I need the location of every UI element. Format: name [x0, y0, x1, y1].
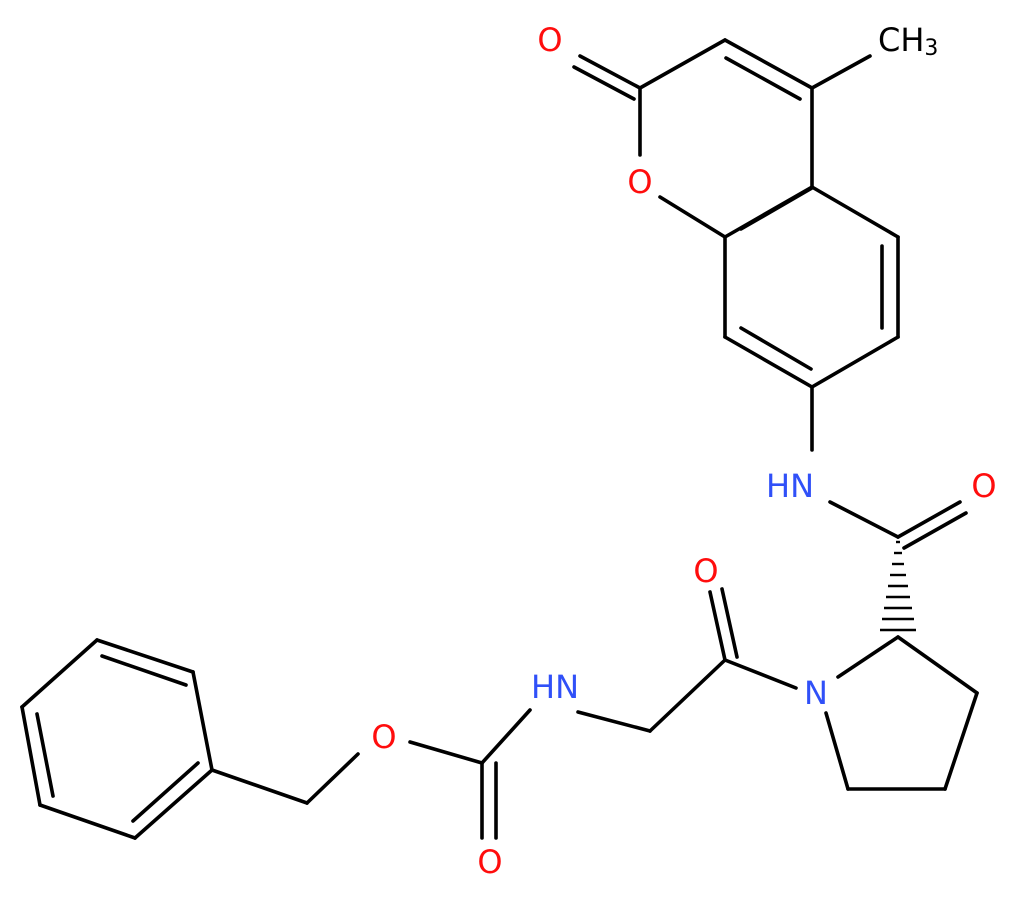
bond	[133, 768, 214, 840]
atom-o-ring: O	[627, 163, 652, 201]
bond	[828, 500, 900, 539]
bond	[658, 195, 727, 239]
bond	[739, 186, 814, 231]
bond	[896, 500, 962, 539]
bond	[723, 658, 798, 690]
bond	[836, 635, 900, 679]
atom-o-amide: O	[971, 467, 996, 505]
atom-o-carbamate: O	[477, 843, 502, 881]
bond	[38, 803, 137, 840]
atom-o-ester: O	[371, 718, 396, 756]
carbamate-bonds	[210, 708, 652, 840]
methyl-subscript: 3	[924, 36, 938, 61]
bond	[572, 65, 636, 101]
bond	[810, 54, 872, 90]
bond	[576, 710, 652, 733]
bond	[723, 335, 814, 389]
atom-nh-amide: HN	[766, 467, 814, 505]
bond	[638, 38, 727, 90]
bond	[708, 590, 727, 662]
bond	[896, 635, 979, 695]
bond	[480, 708, 532, 765]
bond	[95, 638, 195, 674]
bond	[210, 768, 309, 805]
stereo-hash-bond	[880, 540, 916, 632]
bond	[902, 511, 968, 550]
bond	[810, 185, 900, 239]
atom-o-glycyl: O	[693, 552, 718, 590]
atom-nh-carbamate: HN	[531, 668, 579, 706]
bond	[20, 638, 99, 709]
bond	[191, 670, 214, 772]
bond	[739, 326, 813, 371]
bond	[20, 705, 42, 807]
atom-o-lactone-carbonyl: O	[537, 21, 562, 59]
bond	[810, 335, 900, 389]
bond	[648, 658, 727, 733]
bond	[35, 712, 55, 798]
bond	[578, 54, 642, 90]
prolyl-amide-bonds	[648, 500, 979, 791]
bond	[824, 711, 850, 791]
methyl-group: CH3	[878, 21, 938, 61]
bond	[100, 654, 188, 687]
bond	[305, 752, 360, 805]
bond	[724, 56, 802, 101]
atom-n-pyrrolidine: N	[804, 674, 828, 712]
bond	[408, 740, 484, 765]
benzene-bonds	[20, 638, 214, 840]
bond	[131, 761, 200, 823]
methyl-label: CH	[878, 21, 924, 59]
bond	[720, 587, 739, 659]
bond	[723, 38, 814, 90]
coumarin-bonds	[572, 38, 900, 452]
bond	[943, 691, 979, 791]
